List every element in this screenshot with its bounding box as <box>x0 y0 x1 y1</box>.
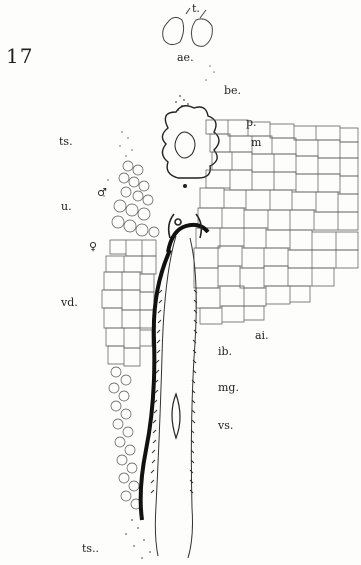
mesenchyme-cells <box>194 120 358 324</box>
ts-top-dots <box>103 131 133 197</box>
dots-be <box>175 65 215 111</box>
label-ts-top: ts. <box>59 136 73 148</box>
label-vs: vs. <box>218 420 233 432</box>
label-p: p. <box>246 117 257 129</box>
label-mg: mg. <box>218 382 239 394</box>
label-ai: ai. <box>255 330 269 342</box>
label-be: be. <box>224 85 241 97</box>
pharynx <box>162 106 219 188</box>
figure-number: 17 <box>6 44 33 68</box>
vesicle <box>172 394 180 438</box>
tentacle-base-cells <box>163 8 213 46</box>
tail-dots <box>125 519 151 559</box>
label-t: t. <box>192 3 200 15</box>
label-male: ♂ <box>97 187 107 199</box>
label-m: m <box>251 137 261 149</box>
label-ae: ae. <box>177 52 194 64</box>
label-ts-bottom: ts.. <box>82 543 99 555</box>
label-ib: ib. <box>218 346 232 358</box>
label-vd: vd. <box>61 297 78 309</box>
label-u: u. <box>61 201 72 213</box>
left-cell-column <box>102 161 159 509</box>
label-female: ♀ <box>89 241 97 253</box>
